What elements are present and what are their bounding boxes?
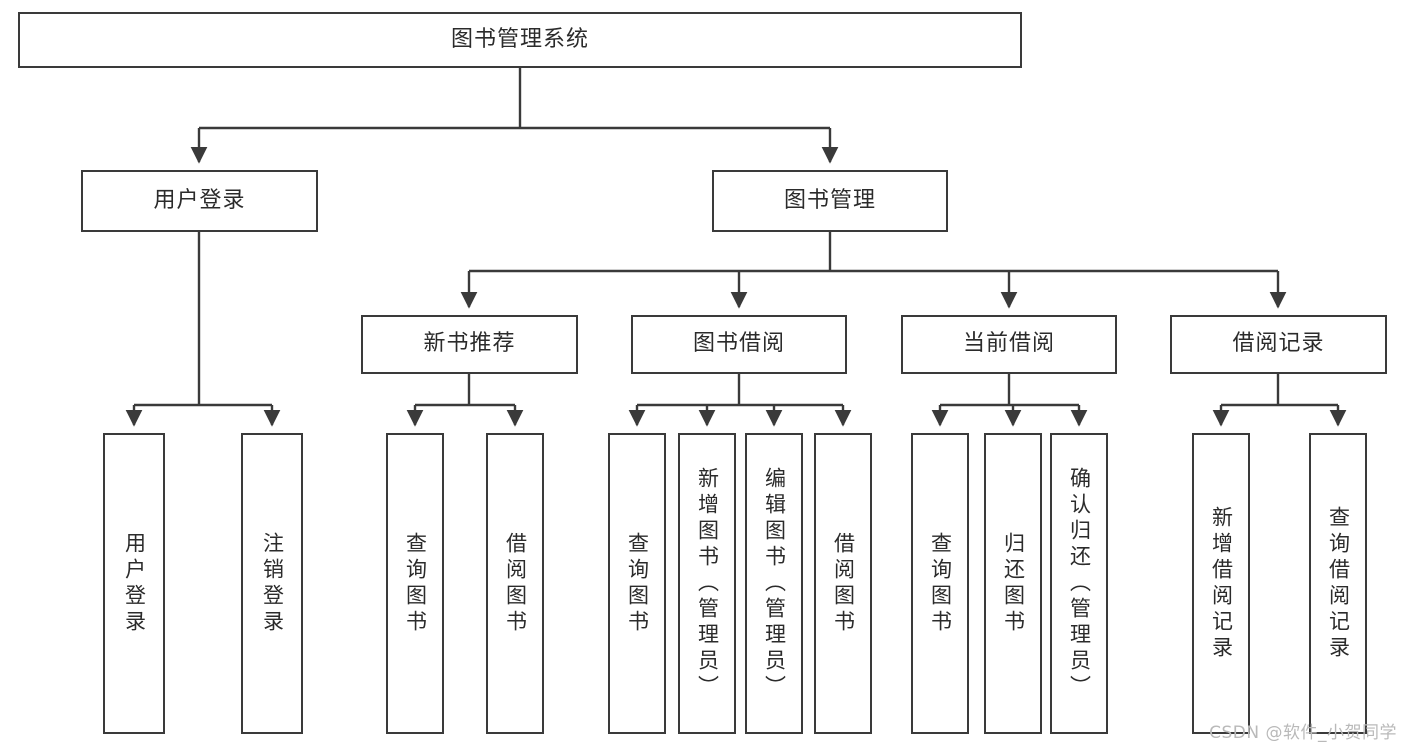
leaf-node-query-borrowing-record[interactable]: 查询借阅记录: [1309, 433, 1367, 734]
node-label: 借阅记录: [1232, 331, 1325, 357]
leaf-node-query-books-recommendation[interactable]: 查询图书: [386, 433, 444, 734]
node-label: 新书推荐: [423, 331, 516, 357]
leaf-node-label: 查询图书: [928, 531, 953, 636]
leaf-node-return-books[interactable]: 归还图书: [984, 433, 1042, 734]
node-label: 当前借阅: [962, 331, 1055, 357]
leaf-node-user-login[interactable]: 用户登录: [103, 433, 165, 734]
watermark: CSDN @软件_小贺同学: [1209, 723, 1397, 743]
leaf-node-label: 借阅图书: [503, 531, 528, 636]
root-node-book-management-system[interactable]: 图书管理系统: [18, 12, 1022, 68]
leaf-node-label: 用户登录: [122, 531, 147, 636]
node-label: 图书借阅: [692, 331, 785, 357]
leaf-node-label: 查询图书: [403, 531, 428, 636]
leaf-node-label: 注销登录: [260, 531, 285, 636]
leaf-node-logout[interactable]: 注销登录: [241, 433, 303, 734]
node-borrowing-records[interactable]: 借阅记录: [1170, 315, 1387, 374]
leaf-node-label: 查询借阅记录: [1326, 505, 1351, 662]
leaf-node-label: 借阅图书: [831, 531, 856, 636]
node-label: 用户登录: [153, 187, 246, 213]
leaf-node-label: 新增借阅记录: [1209, 505, 1234, 662]
leaf-node-borrow-books[interactable]: 借阅图书: [814, 433, 872, 734]
node-new-book-recommendation[interactable]: 新书推荐: [361, 315, 578, 374]
node-label: 图书管理: [783, 187, 876, 213]
node-current-borrowing[interactable]: 当前借阅: [901, 315, 1117, 374]
leaf-node-add-book-admin[interactable]: 新增图书（管理员）: [678, 433, 736, 734]
leaf-node-query-books-borrowing[interactable]: 查询图书: [608, 433, 666, 734]
node-user-login[interactable]: 用户登录: [81, 170, 318, 232]
leaf-node-label: 编辑图书（管理员）: [762, 466, 787, 701]
leaf-node-query-books-current[interactable]: 查询图书: [911, 433, 969, 734]
leaf-node-add-borrowing-record[interactable]: 新增借阅记录: [1192, 433, 1250, 734]
leaf-node-edit-book-admin[interactable]: 编辑图书（管理员）: [745, 433, 803, 734]
node-book-borrowing[interactable]: 图书借阅: [631, 315, 847, 374]
leaf-node-label: 归还图书: [1001, 531, 1026, 636]
leaf-node-label: 新增图书（管理员）: [695, 466, 720, 701]
leaf-node-confirm-return-admin[interactable]: 确认归还（管理员）: [1050, 433, 1108, 734]
leaf-node-borrow-books-recommendation[interactable]: 借阅图书: [486, 433, 544, 734]
leaf-node-label: 查询图书: [625, 531, 650, 636]
root-node-label: 图书管理系统: [450, 26, 589, 52]
leaf-node-label: 确认归还（管理员）: [1067, 466, 1092, 701]
node-book-management[interactable]: 图书管理: [712, 170, 948, 232]
